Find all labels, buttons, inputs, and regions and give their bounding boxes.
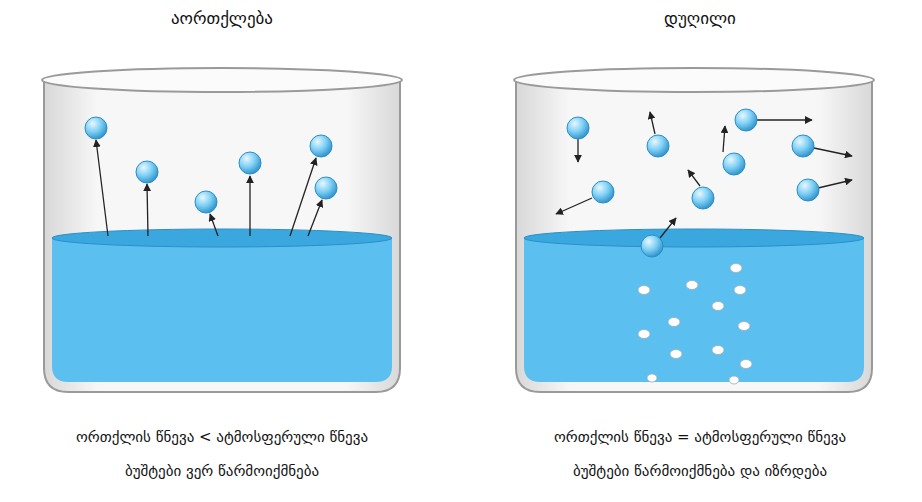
left-beaker (42, 68, 402, 392)
evaporation-arrows (96, 140, 322, 236)
pressure-caption: ორთქლის წნევა < ატმოსფერული წნევა (76, 428, 368, 446)
bubble-caption: ბუშტები ვერ წარმოიქმნება (125, 462, 319, 480)
vapour-molecules (85, 117, 337, 213)
panel-heading: აორთქლება (171, 8, 273, 28)
boiling-arrows (556, 112, 852, 238)
bubbles (638, 264, 752, 385)
right-beaker (514, 68, 874, 392)
vapour-molecules (567, 109, 819, 257)
pressure-caption: ორთქლის წნევა = ატმოსფერული წნევა (554, 428, 846, 446)
bubble-caption: ბუშტები წარმოიქმნება და იზრდება (573, 462, 827, 480)
panel-heading: დუღილი (664, 8, 736, 28)
